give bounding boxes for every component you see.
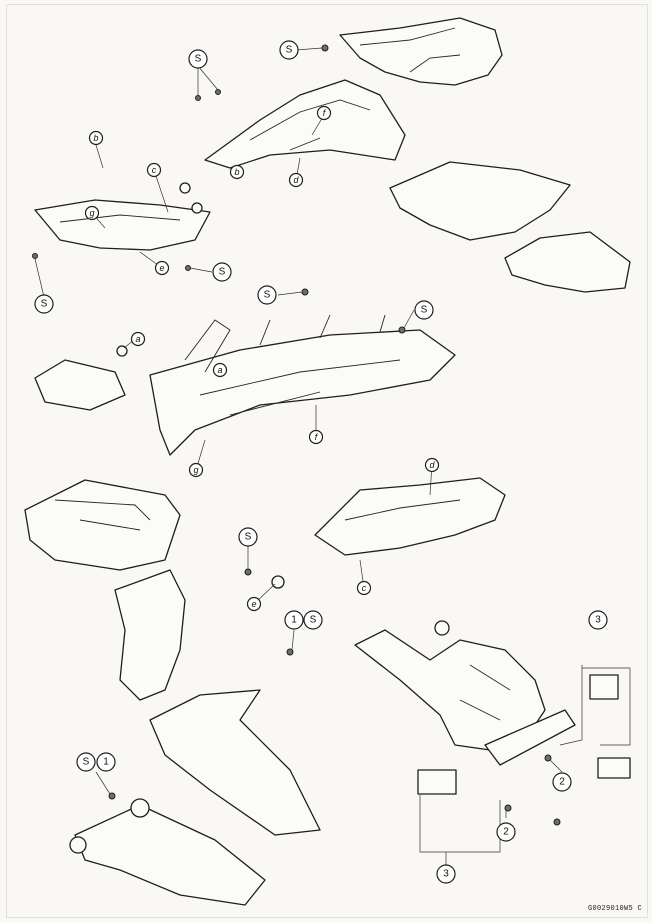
rear-fender-front [314,477,506,556]
svg-text:e: e [251,599,256,609]
callout-b: b [229,164,245,180]
seat [389,161,571,241]
svg-text:S: S [83,757,90,768]
callout-a: a [212,362,228,378]
upper-seat-cowl [204,79,406,169]
svg-text:b: b [93,133,98,143]
svg-text:S: S [421,305,428,316]
svg-text:S: S [195,54,202,65]
svg-text:a: a [217,365,222,375]
callout-d: d [288,172,304,188]
svg-text:2: 2 [559,777,565,788]
svg-text:1: 1 [291,615,297,626]
callout-c: c [356,580,372,596]
callout-s: S [414,300,434,320]
callout-e: e [246,596,262,612]
callout-f: f [308,429,324,445]
svg-text:c: c [152,165,157,175]
callout-c: c [146,162,162,178]
svg-text:d: d [293,175,299,185]
callout-g: g [188,462,204,478]
svg-text:f: f [315,432,319,442]
support-bracket [114,569,186,701]
callout-3: 3 [436,864,456,884]
svg-text:g: g [193,465,198,475]
svg-text:3: 3 [443,869,449,880]
svg-text:e: e [159,263,164,273]
reflector-left [417,769,457,795]
document-code: G0029010W5 C [587,905,642,913]
callout-2: 2 [496,822,516,842]
svg-text:S: S [41,299,48,310]
callout-s: S [238,527,258,547]
svg-text:S: S [286,45,293,56]
svg-text:d: d [429,460,435,470]
reflector-top [589,674,619,700]
callout-e: e [154,260,170,276]
fasteners [32,44,561,826]
svg-text:S: S [245,532,252,543]
swingarm [69,798,266,906]
rear-frame [149,314,456,456]
callout-s: S [76,752,96,772]
callout-s: S [257,285,277,305]
relay-bracket [34,359,126,411]
seat-cowl-cover [339,17,503,86]
callout-s: S [188,49,208,69]
svg-text:S: S [310,615,317,626]
callout-3: 3 [588,610,608,630]
callout-a: a [130,331,146,347]
svg-text:S: S [219,267,226,278]
callout-1: 1 [284,610,304,630]
callout-s: S [279,40,299,60]
svg-text:3: 3 [595,615,601,626]
svg-text:1: 1 [103,757,109,768]
svg-text:f: f [323,108,327,118]
svg-text:b: b [234,167,239,177]
rear-fender-rear [149,689,321,836]
rear-light-bar [484,709,576,766]
callout-1: 1 [96,752,116,772]
svg-text:2: 2 [503,827,509,838]
callout-s: S [212,262,232,282]
left-side-cover [34,199,211,251]
svg-text:c: c [362,583,367,593]
battery-case [24,479,181,571]
license-plate-bracket [354,629,546,751]
svg-text:S: S [264,290,271,301]
callout-b: b [88,130,104,146]
svg-text:g: g [89,208,94,218]
callout-2: 2 [552,772,572,792]
callout-g: g [84,205,100,221]
tail-cover [504,231,631,293]
callout-d: d [424,457,440,473]
callout-s: S [34,294,54,314]
reflector-right [597,757,631,779]
svg-text:a: a [135,334,140,344]
callout-s: S [303,610,323,630]
callout-f: f [316,105,332,121]
